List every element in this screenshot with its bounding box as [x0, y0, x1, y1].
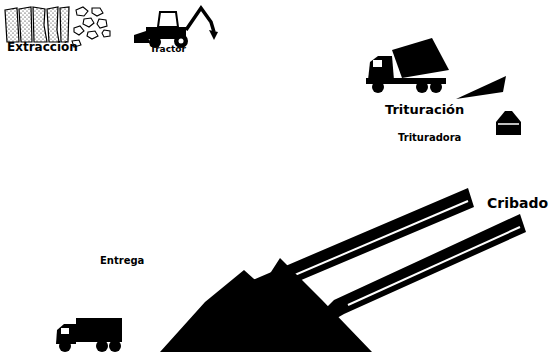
- dump-truck: [366, 38, 449, 93]
- crusher: [496, 111, 521, 135]
- cab-window: [373, 60, 382, 67]
- crusher-line: [498, 123, 519, 125]
- stockpile: [160, 258, 372, 352]
- conveyor-belt: [318, 214, 526, 322]
- rock: [87, 31, 98, 39]
- backhoe-tractor: [134, 8, 218, 48]
- rock-stratum: [47, 7, 59, 42]
- hub: [179, 39, 184, 44]
- wheel: [96, 340, 108, 352]
- part-label: Tractor: [150, 45, 186, 55]
- raised-bed: [392, 38, 449, 78]
- part-label: Cribado: [487, 196, 548, 211]
- belt-stripe: [348, 227, 520, 305]
- wheel: [430, 81, 442, 93]
- conveyor: [318, 214, 526, 322]
- rock: [97, 19, 107, 28]
- delivery-truck: [56, 318, 122, 352]
- wheel: [416, 81, 428, 93]
- truck-tank: [76, 318, 122, 342]
- tractor-cab: [158, 12, 178, 27]
- crusher-body: [496, 111, 521, 135]
- rock: [74, 26, 84, 35]
- rock: [102, 30, 110, 37]
- wheel: [59, 340, 71, 352]
- quarry-wall: [5, 7, 69, 42]
- rock-stratum: [33, 7, 47, 42]
- rock: [76, 7, 88, 16]
- backhoe-bucket: [209, 30, 218, 40]
- rock: [92, 8, 103, 16]
- rock-stratum: [60, 7, 69, 42]
- cab-window: [61, 328, 69, 334]
- wheel: [109, 340, 121, 352]
- wheel: [372, 81, 384, 93]
- rock-stratum: [19, 7, 32, 42]
- part-label: Trituradora: [398, 132, 461, 143]
- front-bucket: [134, 31, 150, 43]
- rock: [83, 18, 94, 27]
- truck-cab: [368, 56, 394, 80]
- part-label: Extracción: [7, 41, 78, 54]
- part-label: Entrega: [100, 255, 144, 266]
- rock-stratum: [5, 8, 19, 42]
- part-label: Trituración: [385, 103, 464, 117]
- backhoe-arm: [186, 8, 214, 32]
- feed-chute: [456, 76, 506, 99]
